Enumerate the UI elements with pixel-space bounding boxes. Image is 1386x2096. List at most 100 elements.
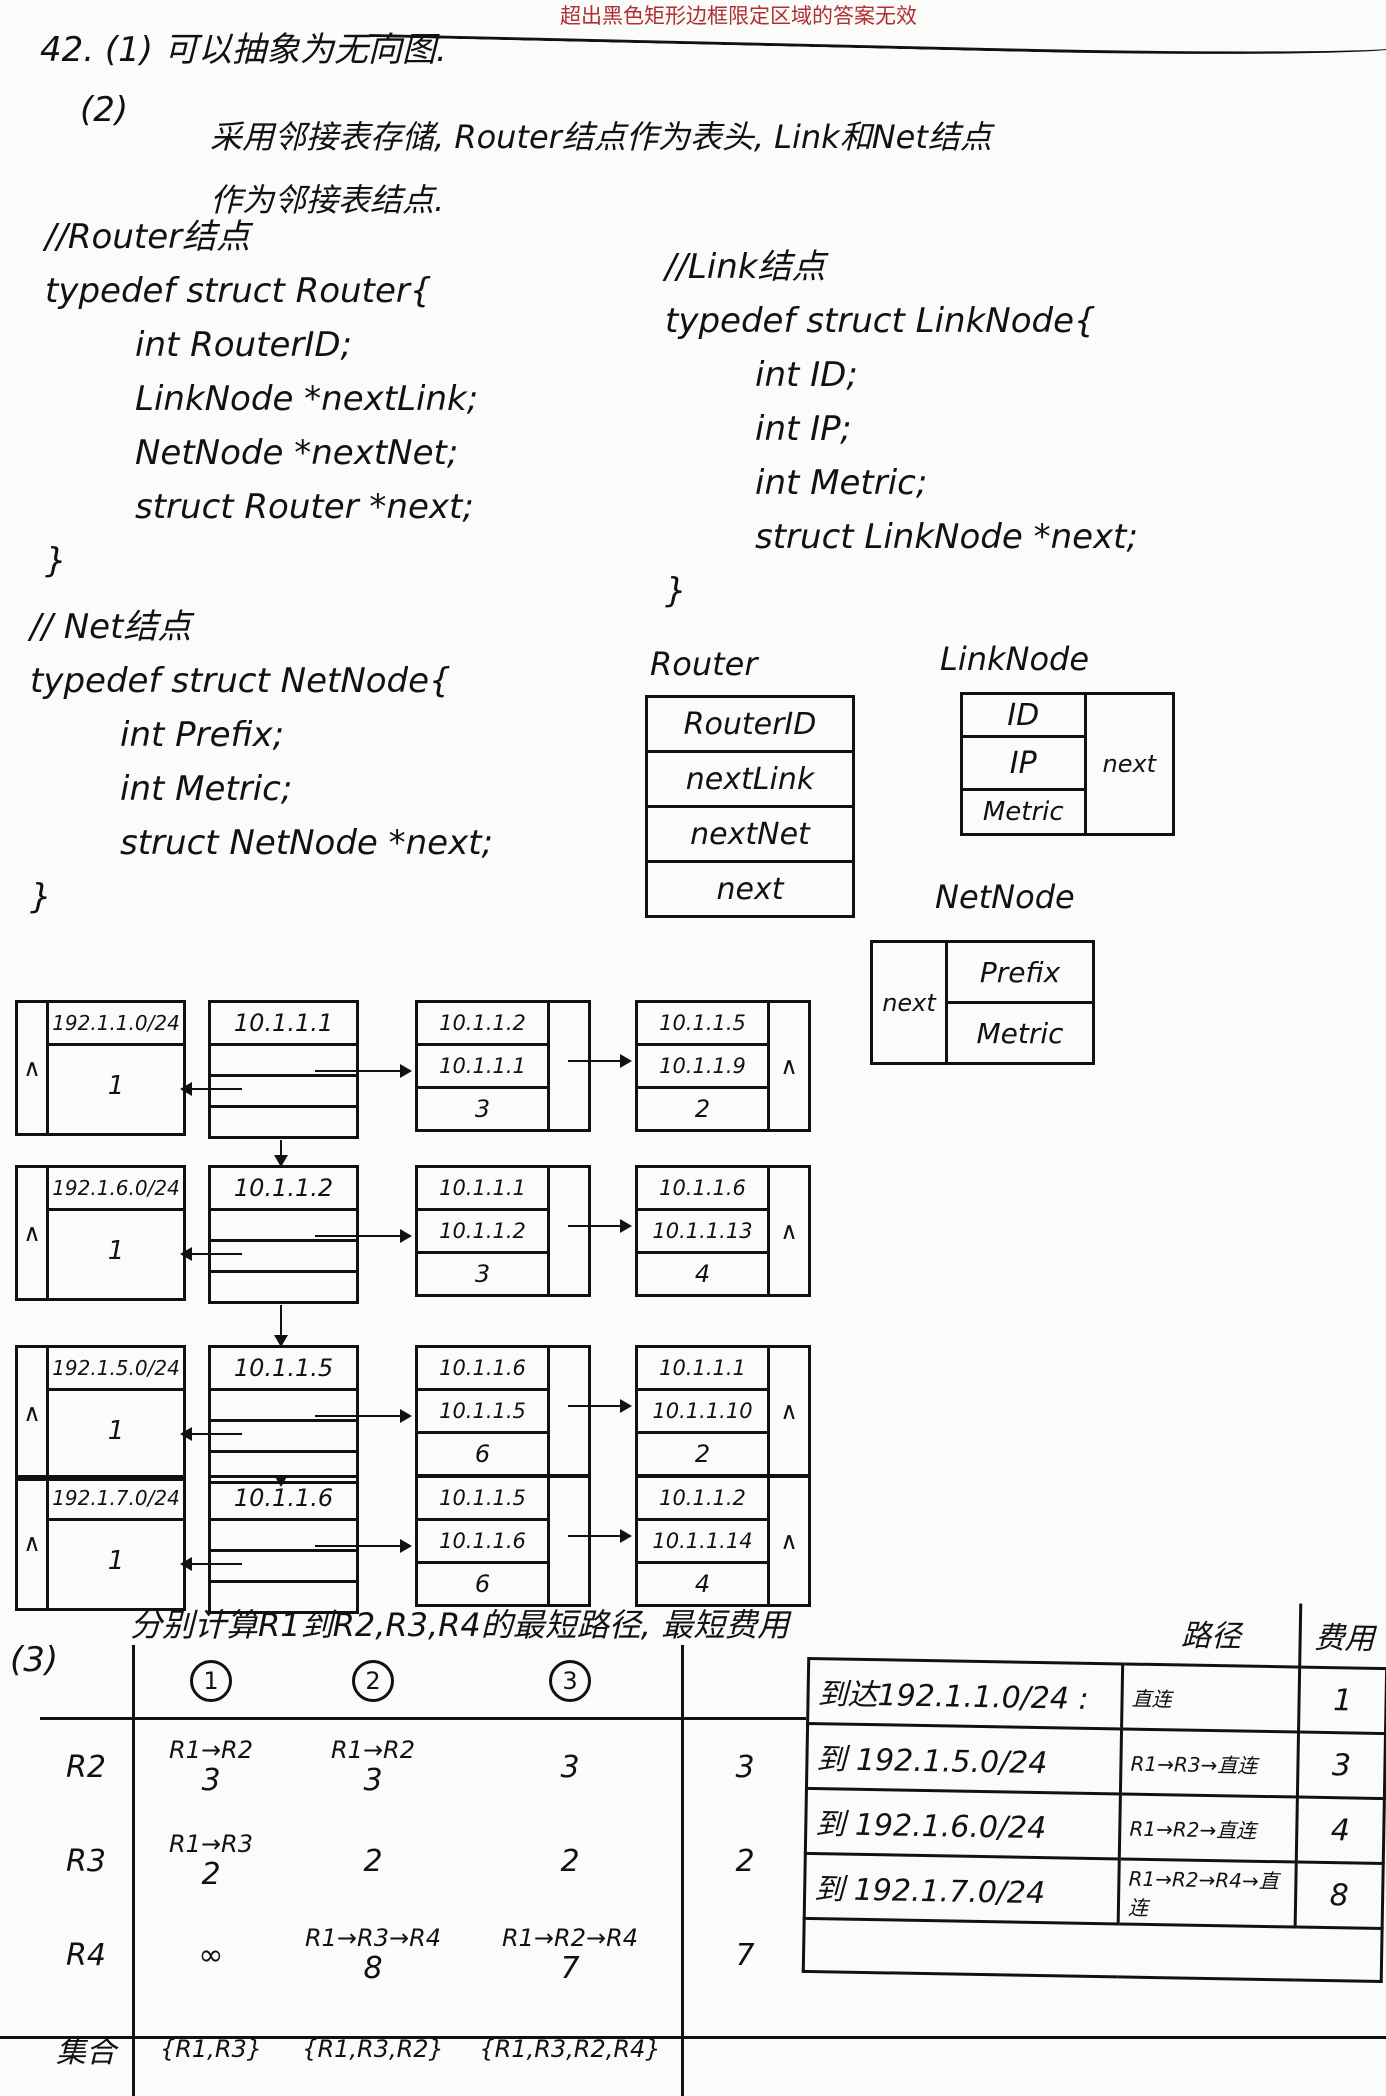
code-line: typedef struct Router{ [45, 271, 432, 311]
code-line: int Metric; [755, 463, 928, 503]
code-line: int ID; [755, 355, 858, 395]
net-prefix: 192.1.1.0/24 [49, 1003, 183, 1046]
null-pointer: ∧ [780, 1397, 798, 1425]
router-pointer-field [211, 1391, 356, 1422]
code-line: int Metric; [120, 769, 293, 809]
router-field: nextLink [645, 750, 855, 808]
net-prefix: 192.1.6.0/24 [49, 1168, 183, 1211]
answer-text: 可以抽象为无向图. [163, 30, 447, 70]
router-node: 10.1.1.2 [208, 1165, 359, 1304]
route-destination: 到 192.1.6.0/24 [805, 1788, 1121, 1859]
link-metric: 3 [474, 1260, 491, 1288]
linknode-next-field: next [1083, 692, 1176, 836]
router-id: 10.1.1.5 [211, 1348, 356, 1391]
node-label: R2 [66, 1749, 106, 1785]
arrow-to-next-link-node [568, 1529, 632, 1543]
arrow-to-link-node [315, 1064, 412, 1078]
link-next-field [550, 1168, 588, 1294]
code-line: int IP; [755, 409, 852, 449]
net-metric: 1 [107, 1071, 125, 1101]
distance-value: 2 [363, 1843, 383, 1879]
path-text: R1→R3→R4 [304, 1923, 442, 1952]
code-line: int Prefix; [120, 715, 285, 755]
final-distance: 3 [681, 1718, 806, 1814]
linknode-diagram: ID next IP Metric [960, 692, 1176, 836]
null-pointer: ∧ [780, 1527, 798, 1555]
distance-value: 3 [201, 1762, 221, 1798]
set-value: {R1,R3} [132, 2002, 287, 2096]
router-pointer-field [211, 1108, 356, 1136]
dijkstra-set-row: 集合 {R1,R3} {R1,R3,R2} {R1,R3,R2,R4} [40, 2002, 806, 2096]
link-id: 10.1.1.5 [638, 1003, 767, 1046]
router-pointer-field [211, 1242, 356, 1273]
route-path: R1→R2→R4→直连 [1118, 1858, 1297, 1928]
distance-value: ∞ [198, 1937, 224, 1973]
link-next-field [550, 1003, 588, 1129]
link-next-field [550, 1478, 588, 1604]
question-number: 42. [40, 30, 95, 70]
code-comment: //Router结点 [45, 217, 251, 257]
link-ip: 10.1.1.14 [638, 1521, 767, 1564]
router-pointer-field [211, 1046, 356, 1077]
router-id: 10.1.1.1 [211, 1003, 356, 1046]
net-prefix: 192.1.7.0/24 [49, 1478, 183, 1521]
route-destination: 到 192.1.5.0/24 [806, 1723, 1122, 1794]
arrow-to-next-router [274, 1140, 288, 1167]
link-ip: 10.1.1.13 [638, 1211, 767, 1254]
null-pointer: ∧ [18, 1348, 49, 1478]
distance-value: 2 [201, 1856, 221, 1892]
route-destination: 到达192.1.1.0/24 : [807, 1658, 1123, 1729]
code-comment: //Link结点 [665, 247, 826, 287]
router-node: 10.1.1.5 [208, 1345, 359, 1484]
step-marker: 1 [190, 1660, 232, 1702]
arrow-to-net-node [180, 1082, 242, 1096]
link-ip: 10.1.1.10 [638, 1391, 767, 1434]
path-text: R1→R2→R4 [501, 1923, 639, 1952]
net-metric: 1 [107, 1236, 125, 1266]
arrow-to-net-node [180, 1247, 242, 1261]
arrow-to-link-node [315, 1409, 412, 1423]
final-distance: 2 [681, 1814, 806, 1908]
net-metric: 1 [107, 1416, 125, 1446]
net-metric: 1 [107, 1546, 125, 1576]
link-id: 10.1.1.1 [418, 1168, 547, 1211]
netnode-next-field: next [870, 940, 948, 1065]
arrow-to-next-link-node [568, 1399, 632, 1413]
bottom-border [0, 2036, 1386, 2039]
arrow-to-next-link-node [568, 1054, 632, 1068]
net-fields: 192.1.7.0/24 1 [49, 1478, 183, 1608]
router-pointer-field [211, 1422, 356, 1453]
route-path: R1→R3→直连 [1120, 1728, 1299, 1798]
link-ip: 10.1.1.1 [418, 1046, 547, 1089]
code-line: LinkNode *nextLink; [135, 379, 479, 419]
router-pointer-field [211, 1273, 356, 1301]
router-pointer-field [211, 1211, 356, 1242]
question-1: 42. (1) 可以抽象为无向图. [40, 22, 447, 71]
null-pointer: ∧ [18, 1168, 49, 1298]
link-id: 10.1.1.6 [418, 1348, 547, 1391]
step-marker: 2 [352, 1660, 394, 1702]
router-pointer-field [211, 1521, 356, 1552]
link-id: 10.1.1.2 [418, 1003, 547, 1046]
router-node: 10.1.1.6 [208, 1475, 359, 1614]
router-id: 10.1.1.2 [211, 1168, 356, 1211]
linknode-field: Metric [960, 788, 1087, 836]
